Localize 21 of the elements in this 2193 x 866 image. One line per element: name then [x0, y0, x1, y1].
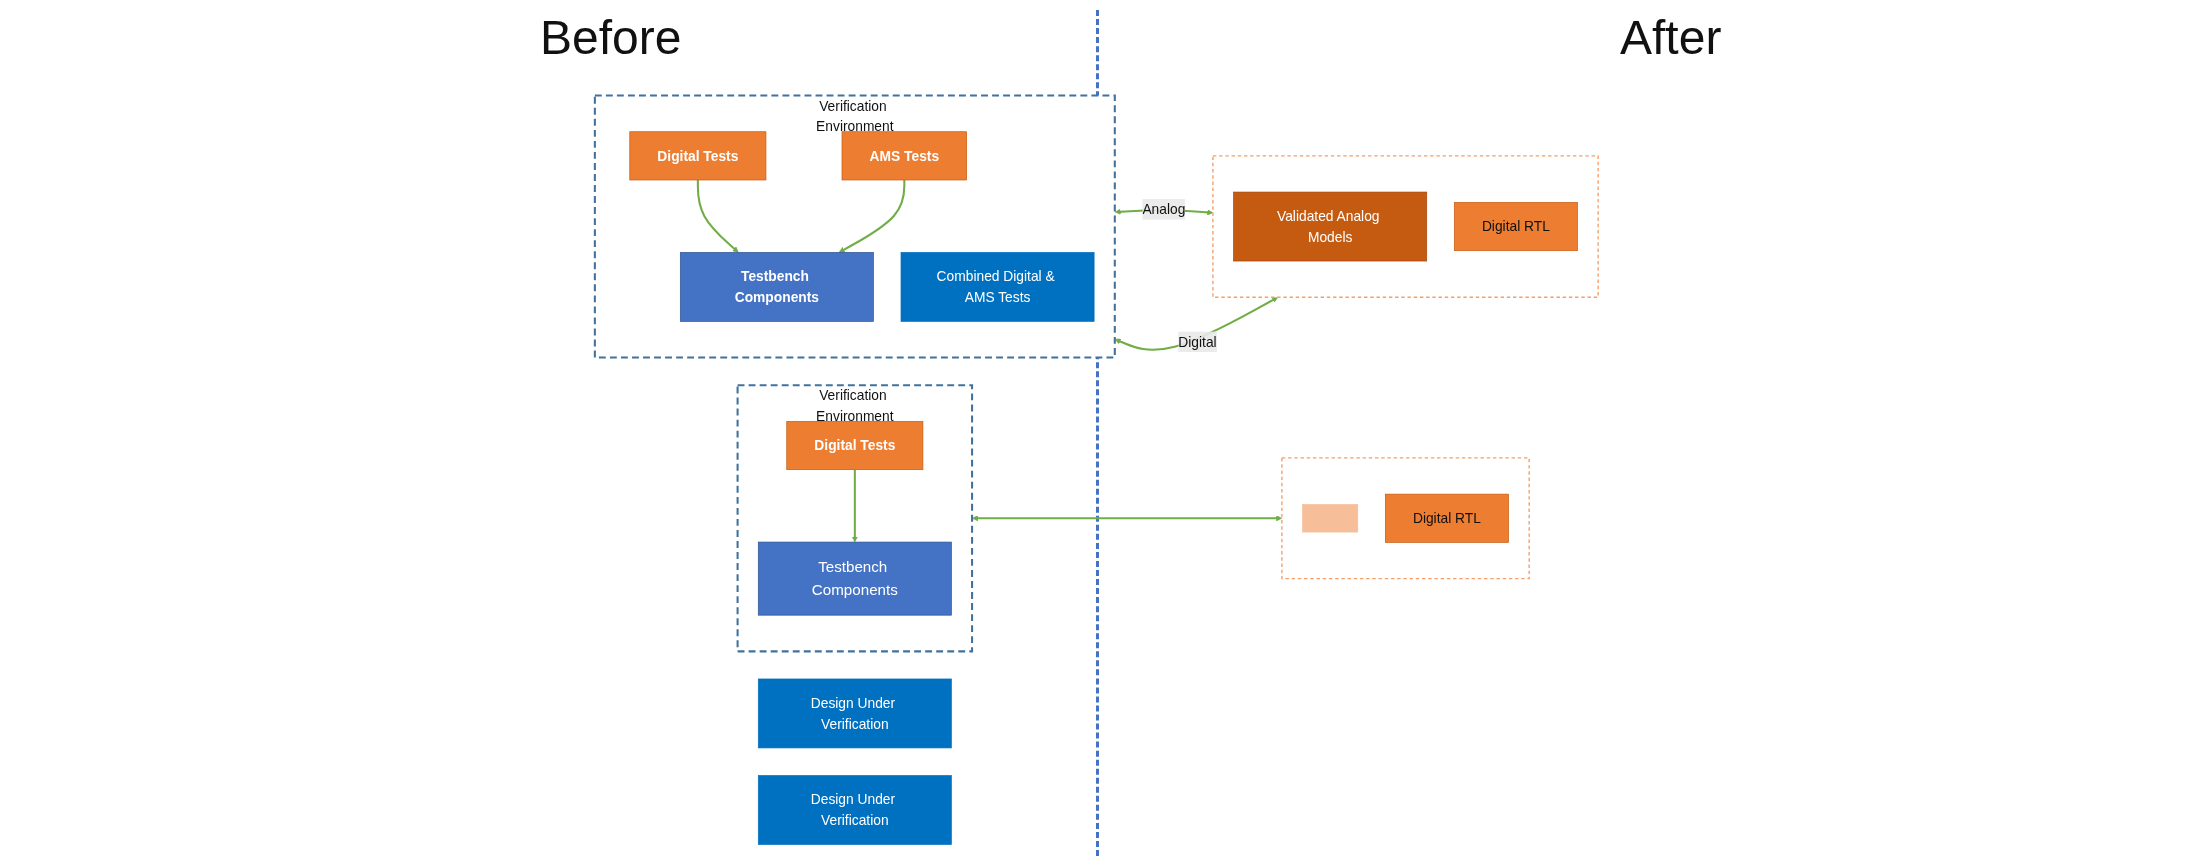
- section-heading: Before: [540, 10, 682, 65]
- node-box: Testbench Components: [757, 541, 952, 616]
- node-box: Design Under Verification: [757, 775, 952, 845]
- node-box: Testbench Components: [679, 252, 874, 322]
- arrow: [851, 469, 858, 543]
- node-box: AMS Tests: [841, 131, 967, 181]
- arrow: [696, 180, 739, 253]
- edge-label: Digital: [1178, 334, 1217, 350]
- node-box: Design Under Verification: [757, 678, 952, 749]
- node-box: Digital Tests: [629, 131, 767, 181]
- node-box: Digital RTL: [1385, 493, 1509, 543]
- node-box: Combined Digital & AMS Tests: [900, 252, 1095, 322]
- section-heading: After: [1620, 10, 1722, 65]
- node-box: Validated Analog Models: [1233, 191, 1428, 262]
- edge-label: Analog: [1142, 201, 1186, 217]
- node-box: [1302, 504, 1359, 533]
- node-box: Digital RTL: [1453, 202, 1578, 252]
- cluster: [1212, 155, 1599, 298]
- arrow: [838, 180, 906, 253]
- node-box: Digital Tests: [786, 421, 924, 470]
- cluster: [1281, 457, 1530, 580]
